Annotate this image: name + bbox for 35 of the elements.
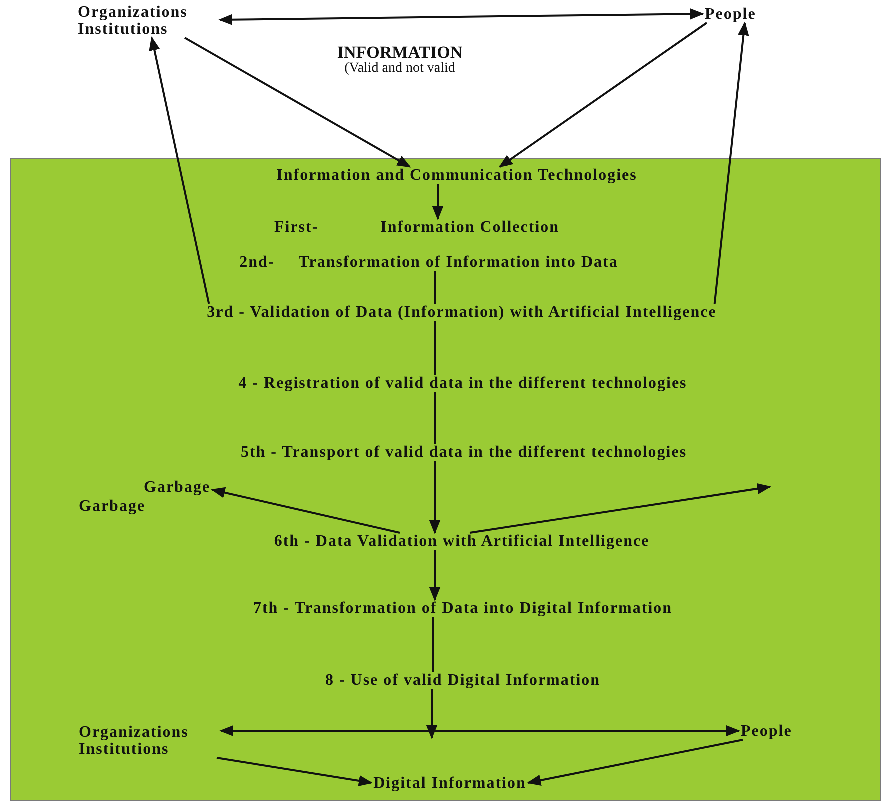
step-label: Information and Communication Technologies <box>276 167 638 184</box>
arrow <box>432 184 444 220</box>
arrow <box>184 37 412 168</box>
step-label: 3rd - Validation of Data (Information) with Artificial Intelligence <box>207 304 717 321</box>
note-text: (Valid and not valid <box>344 61 456 77</box>
step-label: Information Collection <box>380 219 560 236</box>
step-label: 8 - Use of valid Digital Information <box>325 672 601 689</box>
step-label: 4 - Registration of valid data in the different technologies <box>238 375 688 392</box>
step-number: First- <box>274 219 319 236</box>
step-label: Garbage <box>144 479 211 496</box>
step-label: Organizations Institutions <box>78 4 218 38</box>
step-label: Organizations Institutions <box>79 724 219 758</box>
step-label: Digital Information <box>374 775 526 792</box>
step-label: 5th - Transport of valid data in the different technologies <box>240 444 688 461</box>
step-label: Transformation of Information into Data <box>298 254 618 271</box>
heading-label: INFORMATION <box>337 43 463 62</box>
arrow <box>211 487 400 534</box>
step-label: People <box>741 723 792 740</box>
arrow <box>527 739 744 786</box>
arrow <box>220 725 740 737</box>
arrow <box>426 689 438 740</box>
step-number: 2nd- <box>240 254 275 271</box>
step-label: Garbage <box>79 498 146 515</box>
background-panel <box>10 158 881 801</box>
arrow <box>498 22 708 168</box>
arrow <box>429 550 441 602</box>
arrow <box>429 461 441 534</box>
step-label: People <box>705 6 756 23</box>
arrow <box>216 757 373 787</box>
step-label: 7th - Transformation of Data into Digital Information <box>253 600 673 617</box>
arrow <box>714 22 750 304</box>
arrow <box>470 483 772 534</box>
arrow <box>149 36 210 304</box>
arrow <box>218 8 704 26</box>
step-label: 6th - Data Validation with Artificial Intelligence <box>274 533 650 550</box>
